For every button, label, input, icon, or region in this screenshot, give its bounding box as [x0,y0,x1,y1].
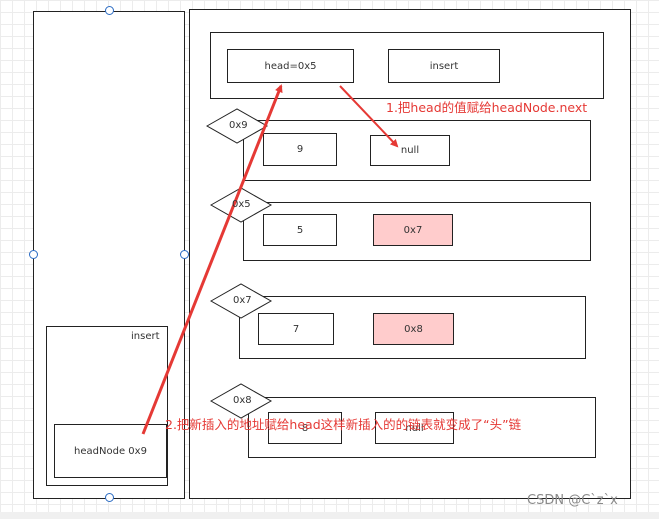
resize-handle-left[interactable] [29,250,38,259]
head-pointer-cell[interactable]: head=0x5 [227,49,354,83]
node-0x7-value[interactable]: 7 [258,313,334,345]
resize-handle-right[interactable] [180,250,189,259]
node-0x8-address: 0x8 [233,395,252,406]
annotation-step-1: 1.把head的值赋给headNode.next [386,100,588,115]
node-0x8-next[interactable]: null [375,412,454,444]
node-0x9-next[interactable]: null [370,135,450,166]
arrow-head-to-headnode-next [339,85,399,148]
resize-handle-top[interactable] [105,6,114,15]
node-0x9-address-diamond[interactable] [205,108,269,144]
node-0x5-address: 0x5 [232,199,251,210]
annotation-step-2: 2.把新插入的地址赋给head这样新插入的的链表就变成了“头”链 [165,417,522,432]
head-node-cell[interactable]: headNode 0x9 [54,424,167,478]
node-0x7-next[interactable]: 0x8 [373,313,454,345]
header-insert-cell[interactable]: insert [388,49,500,83]
node-0x9-address: 0x9 [229,120,248,131]
bottom-strip [0,512,659,519]
node-0x7-address-diamond[interactable] [209,283,273,319]
node-0x8-address-diamond[interactable] [209,383,273,419]
node-0x7-address: 0x7 [233,295,252,306]
node-0x9-value[interactable]: 9 [263,133,337,166]
insert-box-label: insert [131,331,160,342]
node-0x5-address-diamond[interactable] [209,187,273,223]
node-0x8-value[interactable]: 8 [268,412,342,444]
resize-handle-bottom[interactable] [105,493,114,502]
arrow-headnode-to-head [141,84,283,435]
node-0x5-value[interactable]: 5 [263,214,337,246]
watermark: CSDN @C`z`x [527,493,618,508]
node-0x5-next[interactable]: 0x7 [373,214,453,246]
